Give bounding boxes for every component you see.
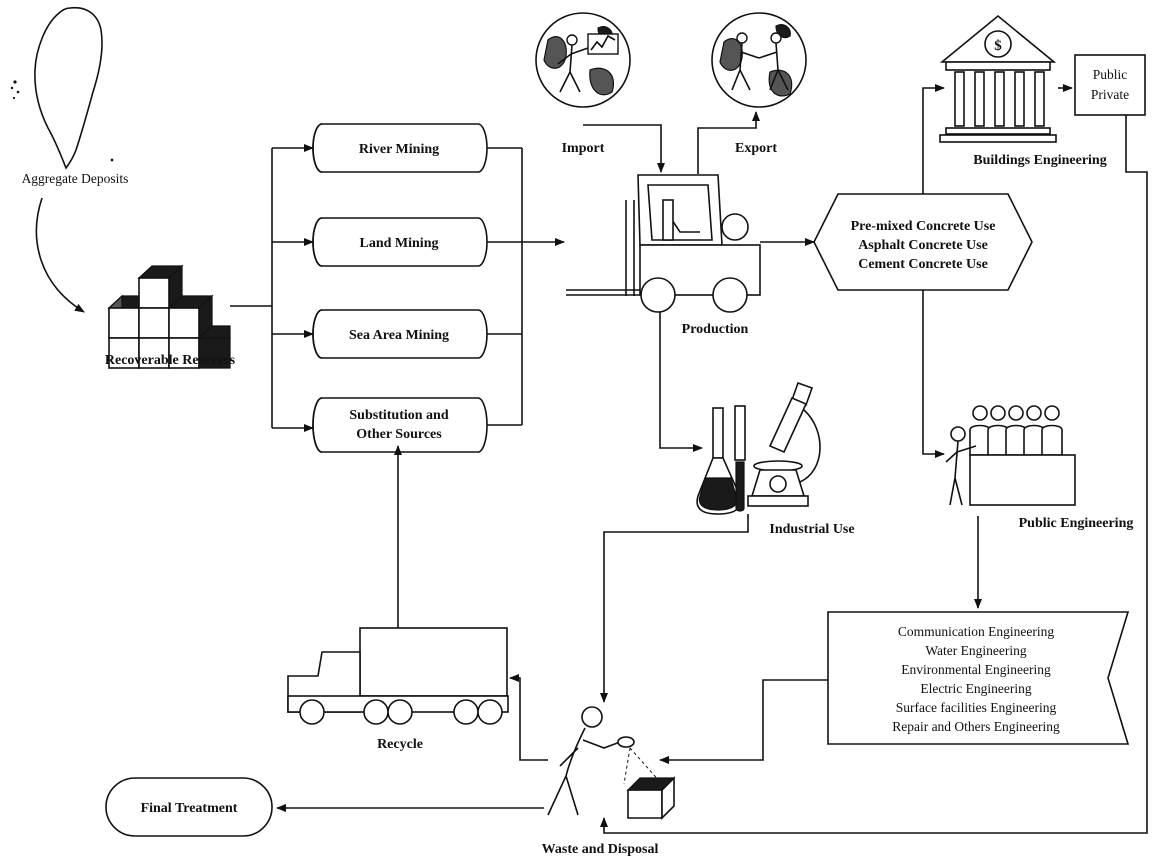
waste-person-icon — [547, 706, 663, 816]
concrete-use-line1: Pre-mixed Concrete Use — [851, 219, 996, 234]
export-globe-icon — [711, 12, 807, 108]
laboratory-icon — [696, 381, 821, 515]
arrow-to-buildings — [922, 84, 945, 194]
substitution-cylinder: Substitution and Other Sources — [312, 397, 488, 453]
engineering-item-3: Electric Engineering — [920, 681, 1032, 696]
disposal-box-icon — [626, 776, 676, 820]
concrete-use-line3: Cement Concrete Use — [858, 257, 988, 272]
engineering-item-2: Environmental Engineering — [901, 662, 1051, 677]
public-label: Public — [1093, 67, 1128, 82]
public-private-box — [1074, 54, 1146, 116]
arrow-to-industrial — [659, 312, 703, 452]
import-arrow — [583, 124, 665, 173]
recycle-truck-icon — [287, 627, 509, 725]
buildings-engineering-label: Buildings Engineering — [973, 153, 1106, 168]
engineering-item-1: Water Engineering — [925, 643, 1026, 658]
bank-building-icon: $ — [939, 14, 1057, 143]
sea-mining-cylinder: Sea Area Mining — [312, 309, 488, 359]
arrow-to-public-engineering — [922, 290, 945, 458]
aggregate-deposits-label: Aggregate Deposits — [22, 171, 129, 186]
industrial-use-label: Industrial Use — [769, 522, 854, 537]
waste-disposal-label: Waste and Disposal — [542, 842, 659, 857]
river-mining-cylinder: River Mining — [312, 123, 488, 173]
concrete-use-line2: Asphalt Concrete Use — [858, 238, 988, 253]
public-engineering-label: Public Engineering — [1019, 516, 1134, 531]
land-mining-cylinder: Land Mining — [312, 217, 488, 267]
arrow-to-recycle — [509, 674, 548, 761]
engineering-item-4: Surface facilities Engineering — [896, 700, 1057, 715]
arrow-engineering-to-waste — [659, 679, 828, 764]
dollar-sign: $ — [994, 38, 1002, 54]
land-mining-label: Land Mining — [360, 236, 439, 251]
arrow-buildings-to-waste — [600, 115, 1148, 834]
curved-arrow-to-reserves — [35, 197, 85, 313]
export-label: Export — [735, 141, 777, 156]
engineering-list-banner — [827, 611, 1130, 745]
sea-mining-label: Sea Area Mining — [349, 328, 449, 343]
import-label: Import — [562, 141, 605, 156]
cubes-icon — [107, 264, 231, 370]
arrow-industrial-to-waste — [600, 514, 749, 703]
engineering-item-5: Repair and Others Engineering — [892, 719, 1060, 734]
concrete-use-hexagon — [813, 193, 1033, 291]
taiwan-map-icon — [10, 6, 114, 170]
river-mining-label: River Mining — [359, 142, 439, 157]
production-label: Production — [682, 322, 749, 337]
forklift-icon — [566, 174, 761, 313]
engineering-item-0: Communication Engineering — [898, 624, 1055, 639]
private-label: Private — [1091, 87, 1129, 102]
crowd-people-icon — [945, 405, 1076, 506]
export-arrow — [697, 111, 760, 174]
import-globe-icon — [535, 12, 631, 108]
recycle-label: Recycle — [377, 737, 423, 752]
final-treatment-label: Final Treatment — [141, 801, 238, 816]
final-treatment-box — [105, 777, 273, 837]
recoverable-reserves-label: Recoverable Resevers — [105, 353, 236, 368]
substitution-label-line1: Substitution and — [349, 408, 448, 423]
substitution-label-line2: Other Sources — [356, 427, 442, 442]
